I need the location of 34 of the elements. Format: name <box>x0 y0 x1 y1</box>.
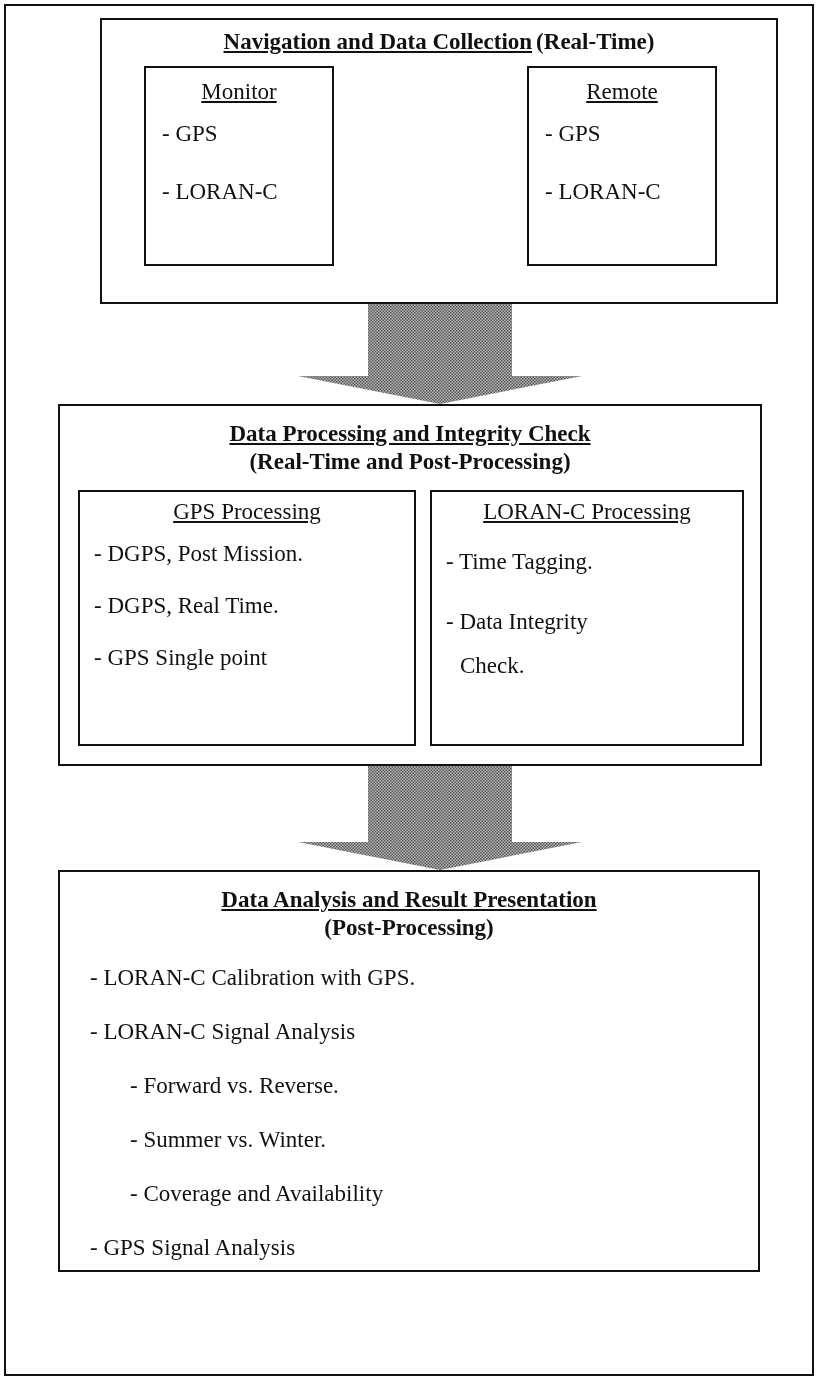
list-item: - DGPS, Post Mission. <box>94 540 304 568</box>
heading: Data Processing and Integrity Check <box>228 420 592 448</box>
subheading: (Post-Processing) <box>323 914 495 942</box>
heading: Monitor <box>200 78 278 106</box>
list-item: - DGPS, Real Time. <box>94 592 280 620</box>
list-item: - GPS Single point <box>94 644 269 672</box>
stage-box <box>58 404 762 766</box>
list-item: - LORAN-C Calibration with GPS. <box>90 964 417 992</box>
block-arrow <box>298 304 582 404</box>
list-item: - LORAN-C <box>162 178 279 206</box>
stage-box <box>100 18 778 304</box>
stage-box <box>58 870 760 1272</box>
heading: Remote <box>585 78 659 106</box>
sub-box <box>527 66 717 266</box>
block-arrow <box>298 766 582 870</box>
subheading: (Real-Time) <box>536 29 655 54</box>
sub-box <box>430 490 744 746</box>
list-item: - Summer vs. Winter. <box>130 1126 328 1154</box>
list-item: - LORAN-C Signal Analysis <box>90 1018 357 1046</box>
list-item: - Coverage and Availability <box>130 1180 385 1208</box>
heading: Data Analysis and Result Presentation <box>220 886 598 914</box>
list-item: - GPS <box>162 120 219 148</box>
list-item: - GPS <box>545 120 602 148</box>
list-item: - Forward vs. Reverse. <box>130 1072 340 1100</box>
heading: LORAN-C Processing <box>482 498 692 526</box>
list-item: - Time Tagging. <box>446 548 594 576</box>
heading: Navigation and Data Collection <box>223 29 533 54</box>
sub-box <box>78 490 416 746</box>
subheading: (Real-Time and Post-Processing) <box>248 448 572 476</box>
list-item: - LORAN-C <box>545 178 662 206</box>
list-item: - Data Integrity Check. <box>446 608 589 680</box>
sub-box <box>144 66 334 266</box>
list-item: - GPS Signal Analysis <box>90 1234 297 1262</box>
heading: GPS Processing <box>172 498 322 526</box>
